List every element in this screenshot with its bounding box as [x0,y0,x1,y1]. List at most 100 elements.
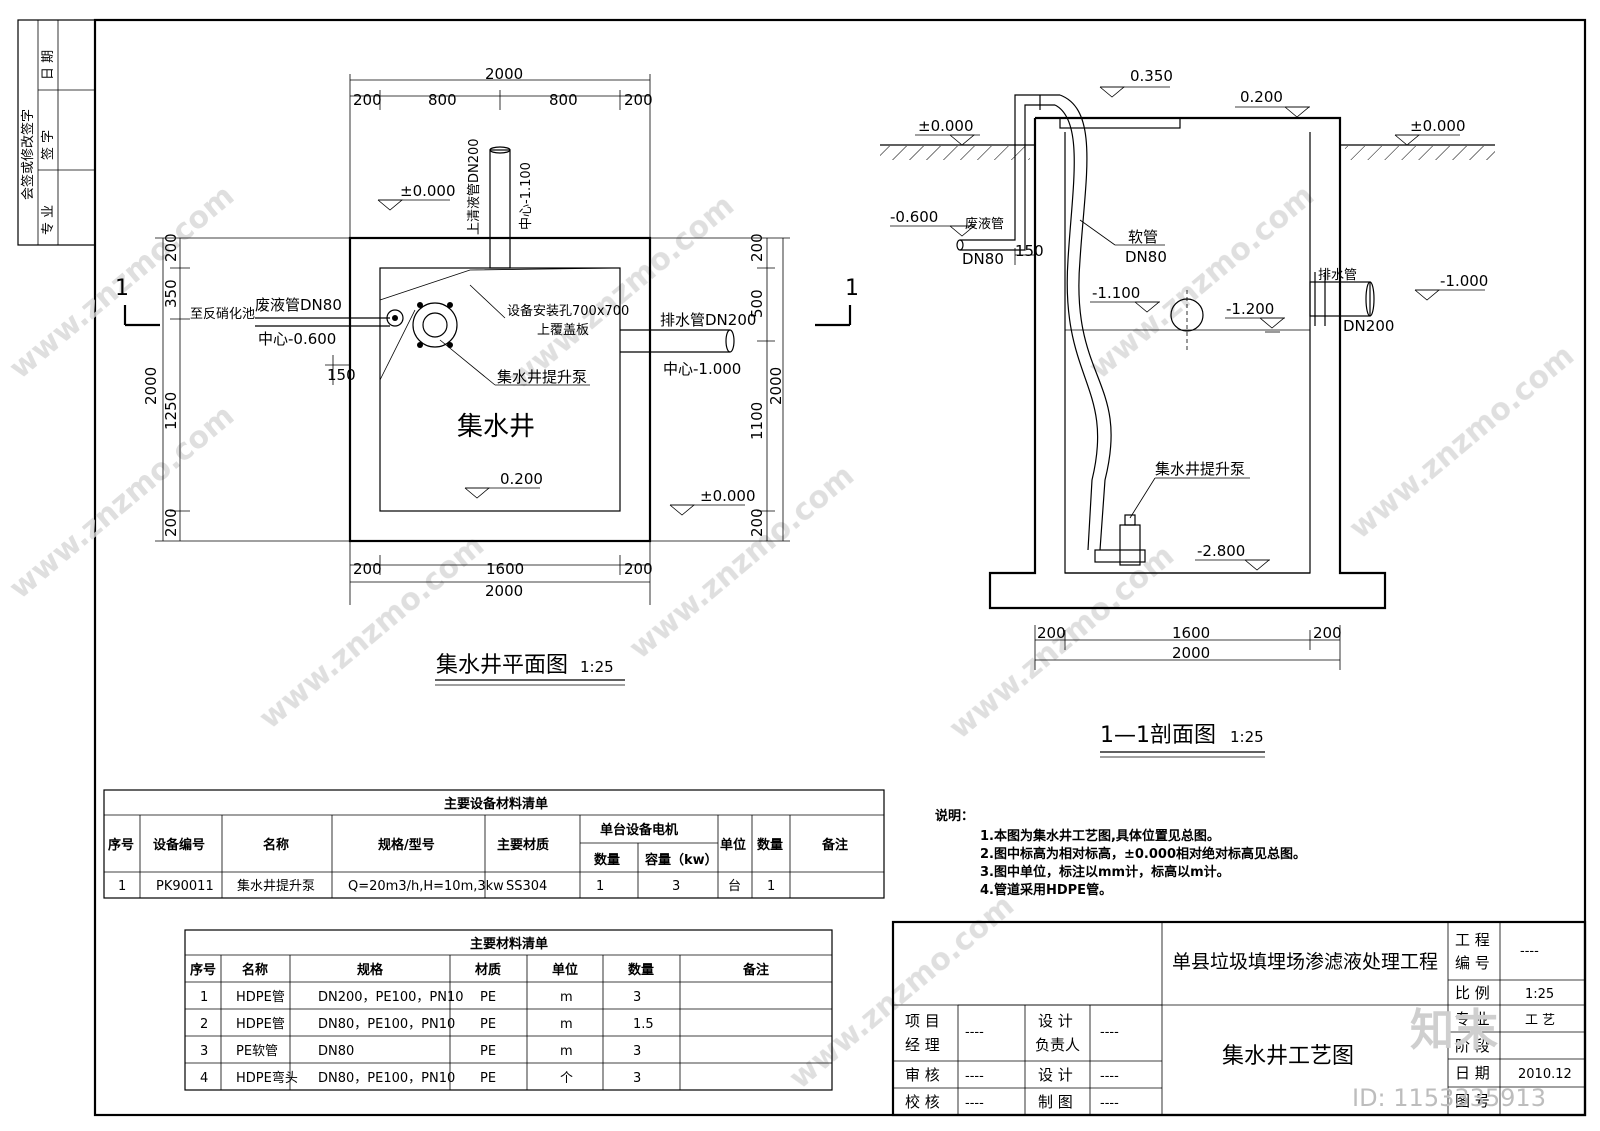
mat-cell-unit: m [560,1044,573,1059]
mat-cell-material: PE [480,1017,496,1032]
section-hose-label: 软管 [1128,228,1158,246]
side-table-title: 会签或修改签字 [20,109,36,200]
section-well-outer [988,116,1387,610]
section-drain-pipe [1309,281,1371,317]
notes-title: 说明： [935,808,974,824]
scale-label: 比 例 [1455,984,1490,1002]
equip-header-motor: 单台设备电机 [600,822,678,838]
equip-cell-material: SS304 [506,879,547,894]
svg-text:经 理: 经 理 [905,1036,940,1054]
note-1: 1.本图为集水井工艺图,具体位置见总图。 [980,828,1220,844]
discipline-label: 专 业 [1455,1010,1490,1028]
well-outer-wall [348,236,652,543]
design-lead-value: ---- [1100,1025,1119,1040]
mat-cell-qty: 1.5 [633,1017,654,1032]
plan-dim-right-total: 2000 [767,367,785,405]
plan-dim-top-d: 200 [624,91,653,109]
plan-drain-center: 中心-1.000 [663,360,741,378]
plan-drain-pipe: 排水管DN200 [660,311,756,329]
side-table-date: 日 期 [41,50,56,80]
plan-dim-right-b: 500 [748,289,766,318]
note-3: 3.图中单位，标注以mm计，标高以m计。 [980,864,1230,880]
section-dim-bottom-total: 2000 [1172,644,1210,662]
mat-cell-no: 4 [200,1071,208,1086]
section-waste-dn: DN80 [962,250,1004,268]
plan-dim-right-d: 200 [748,508,766,537]
section-drain-dn: DN200 [1343,317,1394,335]
mat-cell-no: 3 [200,1044,208,1059]
equip-header-unit: 单位 [720,837,746,853]
plan-level-top: ±0.000 [400,182,456,200]
title-block: 单县垃圾填埋场渗滤液处理工程 集水井工艺图 工 程 编 号 ---- 比 例 1… [891,920,1587,1117]
section-level-ground-right: ±0.000 [1410,117,1466,135]
mat-cell-qty: 3 [633,1044,641,1059]
equip-header-no: 序号 [108,837,134,853]
svg-text:www.znzmo.com: www.znzmo.com [943,538,1181,746]
equip-cell-spec: Q=20m3/h,H=10m,3kw [348,879,504,894]
note-4: 4.管道采用HDPE管。 [980,882,1112,898]
section-level-1100: -1.100 [1092,284,1140,302]
equip-header-spec: 规格/型号 [378,837,435,853]
plan-section-mark-left: 1 [115,276,129,301]
side-signoff-table: 会签或修改签字 专 业 签 字 日 期 [17,19,96,246]
overflow-pipe [489,149,511,269]
plan-dim-left-a: 200 [162,233,180,262]
equip-cell-capacity: 3 [672,879,680,894]
section-waste-label: 废液管 [965,216,1004,232]
mat-cell-spec: DN80 [318,1044,354,1059]
plan-dim-150: 150 [327,366,356,384]
plan-opening-label: 设备安装孔700x700 [507,303,629,319]
plan-dim-bottom-a: 200 [353,560,382,578]
mat-cell-unit: m [560,990,573,1005]
section-level-1000: -1.000 [1440,272,1488,290]
section-level-0350: 0.350 [1130,67,1173,85]
check-value: ---- [965,1096,984,1111]
mat-cell-material: PE [480,990,496,1005]
plan-pump-label: 集水井提升泵 [497,368,587,386]
section-dim-bottom-a: 200 [1037,624,1066,642]
equip-header-remark: 备注 [821,837,848,853]
plan-cover-label: 上覆盖板 [537,323,589,338]
svg-text:www.znzmo.com: www.znzmo.com [1343,338,1581,546]
project-name: 单县垃圾填埋场渗滤液处理工程 [1172,951,1438,973]
plan-dim-bottom-total: 2000 [485,582,523,600]
plan-well-label: 集水井 [457,412,535,442]
mat-cell-spec: DN80，PE100，PN10 [318,1071,455,1086]
section-scale: 1:25 [1230,728,1264,746]
mat-cell-unit: 个 [560,1071,573,1086]
date-value: 2010.12 [1518,1067,1572,1082]
mat-header-remark: 备注 [742,962,769,978]
draw-value: ---- [1100,1096,1119,1111]
section-level-0200: 0.200 [1240,88,1283,106]
plan-dim-top-c: 800 [549,91,578,109]
equip-cell-qty: 1 [767,879,775,894]
equip-sub-qty: 数量 [594,852,620,868]
equip-header-qty: 数量 [757,837,783,853]
section-dim-bottom-b: 1600 [1172,624,1210,642]
mat-table-title: 主要材料清单 [470,936,548,952]
mat-cell-name: HDPE管 [236,990,285,1005]
plan-dim-left-d: 200 [162,508,180,537]
plan-title: 集水井平面图 [436,653,568,678]
date-label: 日 期 [1455,1064,1490,1082]
equip-cell-motor-qty: 1 [596,879,604,894]
plan-waste-center: 中心-0.600 [258,330,336,348]
plan-dim-right-c: 1100 [748,402,766,440]
section-level-2800: -2.800 [1197,542,1245,560]
equip-header-code: 设备编号 [153,837,205,853]
section-hose [1059,94,1112,551]
mat-cell-spec: DN200，PE100，PN10 [318,990,464,1005]
plan-dim-left-b: 350 [162,279,180,308]
mat-cell-name: HDPE弯头 [236,1070,298,1086]
section-hose-dn: DN80 [1125,248,1167,266]
mat-cell-qty: 3 [633,990,641,1005]
mat-cell-spec: DN80，PE100，PN10 [318,1017,455,1032]
plan-dim-bottom-b: 1600 [486,560,524,578]
svg-text:www.znzmo.com: www.znzmo.com [1083,178,1321,386]
mat-header-no: 序号 [190,962,216,978]
review-label: 审 核 [905,1066,940,1084]
plan-pump [386,302,458,348]
side-table-signature: 签 字 [40,130,56,160]
